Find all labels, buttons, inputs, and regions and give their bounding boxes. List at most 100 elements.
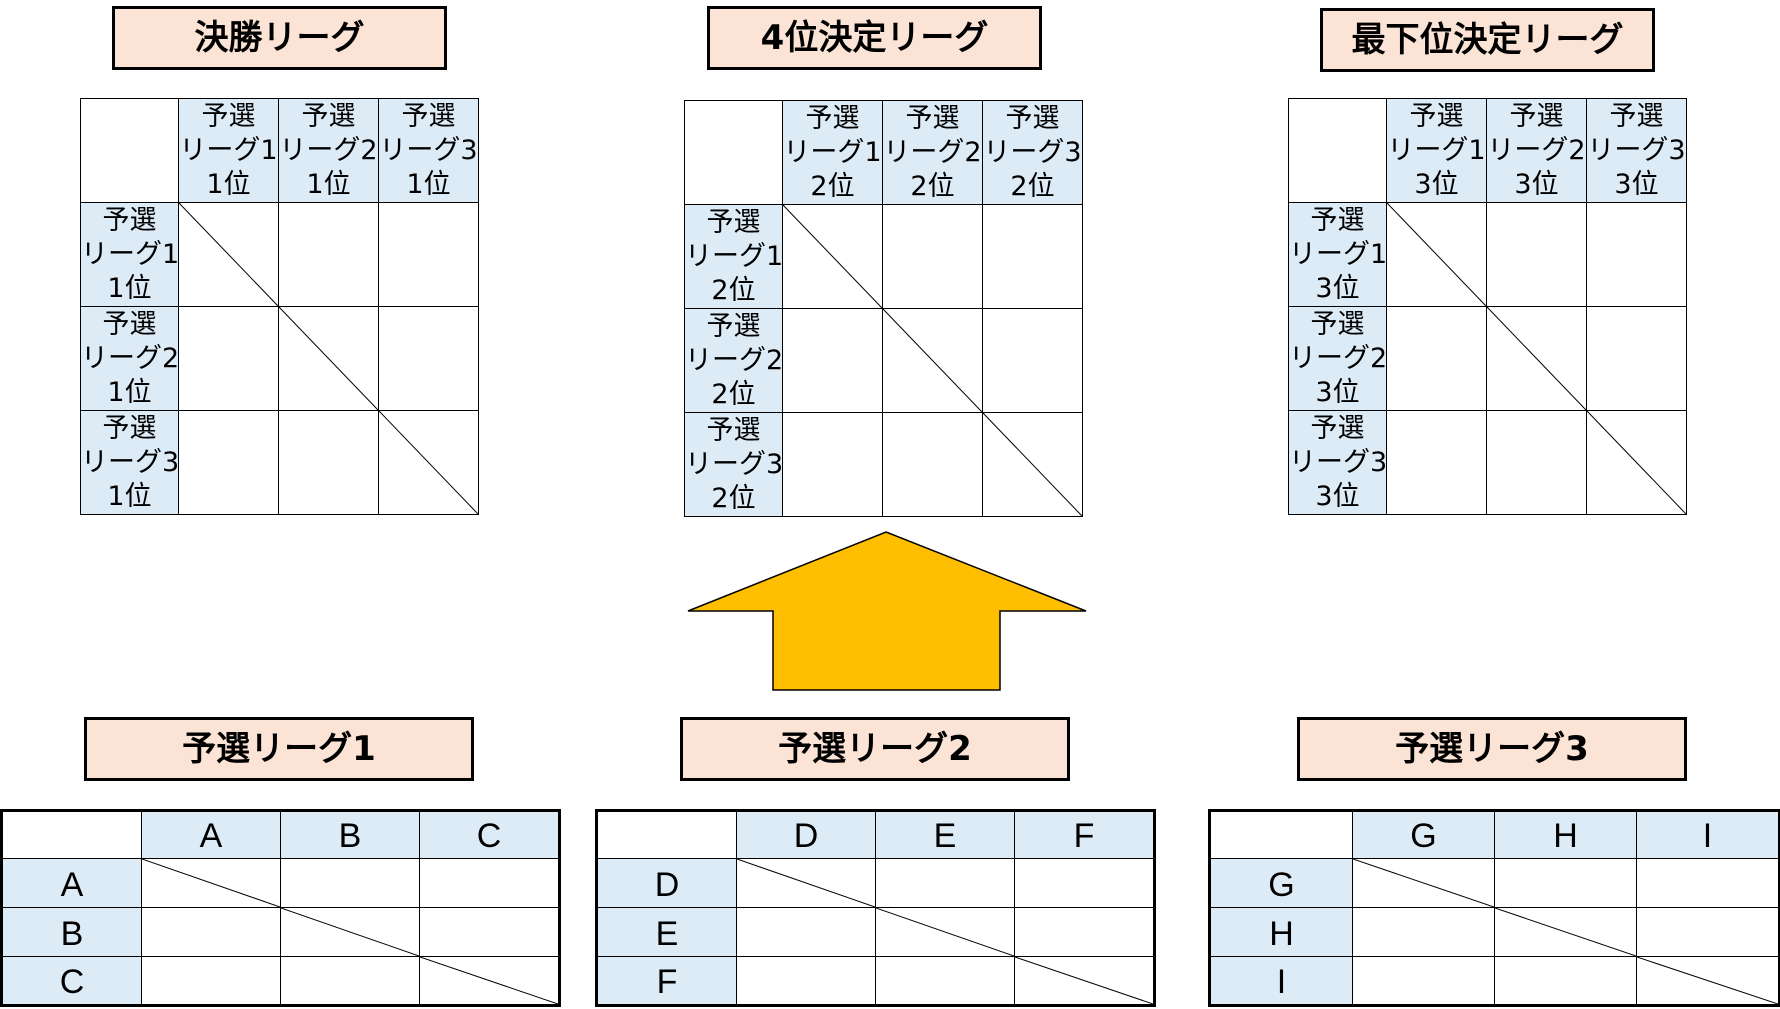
row-header: D <box>596 858 737 908</box>
score-cell <box>280 858 420 908</box>
col-header: C <box>419 810 560 859</box>
score-cell <box>1352 907 1495 957</box>
diagonal-cell <box>378 410 479 515</box>
diagonal-cell <box>982 412 1083 517</box>
diagonal-cell <box>1014 956 1155 1006</box>
score-cell <box>882 204 983 309</box>
score-cell <box>736 907 876 957</box>
row-header: I <box>1209 956 1353 1006</box>
corner-cell <box>1 810 142 859</box>
row-header: E <box>596 907 737 957</box>
col-header: E <box>875 810 1015 859</box>
score-cell <box>1352 956 1495 1006</box>
prelim-league-1-title: 予選リーグ1 <box>84 717 474 781</box>
score-cell <box>1386 306 1487 411</box>
prelim-league-1-grid: A B C A B C <box>0 809 561 1007</box>
corner-cell <box>1288 98 1387 203</box>
diagonal-cell <box>782 204 883 309</box>
up-arrow <box>687 531 1087 691</box>
prelim-league-2-grid: D E F D E F <box>595 809 1156 1007</box>
score-cell <box>1014 858 1155 908</box>
diagonal-cell <box>1352 858 1495 908</box>
score-cell <box>1386 410 1487 515</box>
score-cell <box>982 308 1083 413</box>
score-cell <box>141 907 281 957</box>
row-header: G <box>1209 858 1353 908</box>
score-cell <box>1486 410 1587 515</box>
score-cell <box>141 956 281 1006</box>
score-cell <box>782 308 883 413</box>
diagonal-cell <box>1636 956 1780 1006</box>
prelim-league-3-grid: G H I G H I <box>1208 809 1780 1007</box>
score-cell <box>278 202 379 307</box>
score-cell <box>1494 858 1637 908</box>
corner-cell <box>684 100 783 205</box>
row-header: H <box>1209 907 1353 957</box>
score-cell <box>178 410 279 515</box>
col-header: D <box>736 810 876 859</box>
col-header: G <box>1352 810 1495 859</box>
col-header: B <box>280 810 420 859</box>
corner-cell <box>596 810 737 859</box>
diagonal-cell <box>419 956 560 1006</box>
diagonal-cell <box>1494 907 1637 957</box>
diagonal-cell <box>882 308 983 413</box>
diagonal-cell <box>278 306 379 411</box>
diagonal-cell <box>1486 306 1587 411</box>
diagonal-cell <box>736 858 876 908</box>
score-cell <box>736 956 876 1006</box>
col-header: H <box>1494 810 1637 859</box>
corner-cell <box>1209 810 1353 859</box>
col-header: A <box>141 810 281 859</box>
final-league-title: 決勝リーグ <box>112 6 447 70</box>
score-cell <box>280 956 420 1006</box>
col-header: I <box>1636 810 1780 859</box>
diagonal-cell <box>875 907 1015 957</box>
up-arrow-shape <box>687 531 1087 691</box>
score-cell <box>278 410 379 515</box>
score-cell <box>1586 202 1687 307</box>
score-cell <box>875 858 1015 908</box>
row-header: F <box>596 956 737 1006</box>
score-cell <box>875 956 1015 1006</box>
score-cell <box>1014 907 1155 957</box>
score-cell <box>1486 202 1587 307</box>
row-header: A <box>1 858 142 908</box>
diagonal-cell <box>141 858 281 908</box>
score-cell <box>1494 956 1637 1006</box>
score-cell <box>378 306 479 411</box>
row-header: B <box>1 907 142 957</box>
score-cell <box>1586 306 1687 411</box>
score-cell <box>982 204 1083 309</box>
col-header: F <box>1014 810 1155 859</box>
diagonal-cell <box>1586 410 1687 515</box>
score-cell <box>1636 907 1780 957</box>
prelim-league-3-title: 予選リーグ3 <box>1297 717 1687 781</box>
prelim-league-2-title: 予選リーグ2 <box>680 717 1070 781</box>
fourth-place-league-title: 4位決定リーグ <box>707 6 1042 70</box>
last-place-league-title: 最下位決定リーグ <box>1320 8 1655 72</box>
score-cell <box>178 306 279 411</box>
diagonal-cell <box>1386 202 1487 307</box>
diagonal-cell <box>178 202 279 307</box>
